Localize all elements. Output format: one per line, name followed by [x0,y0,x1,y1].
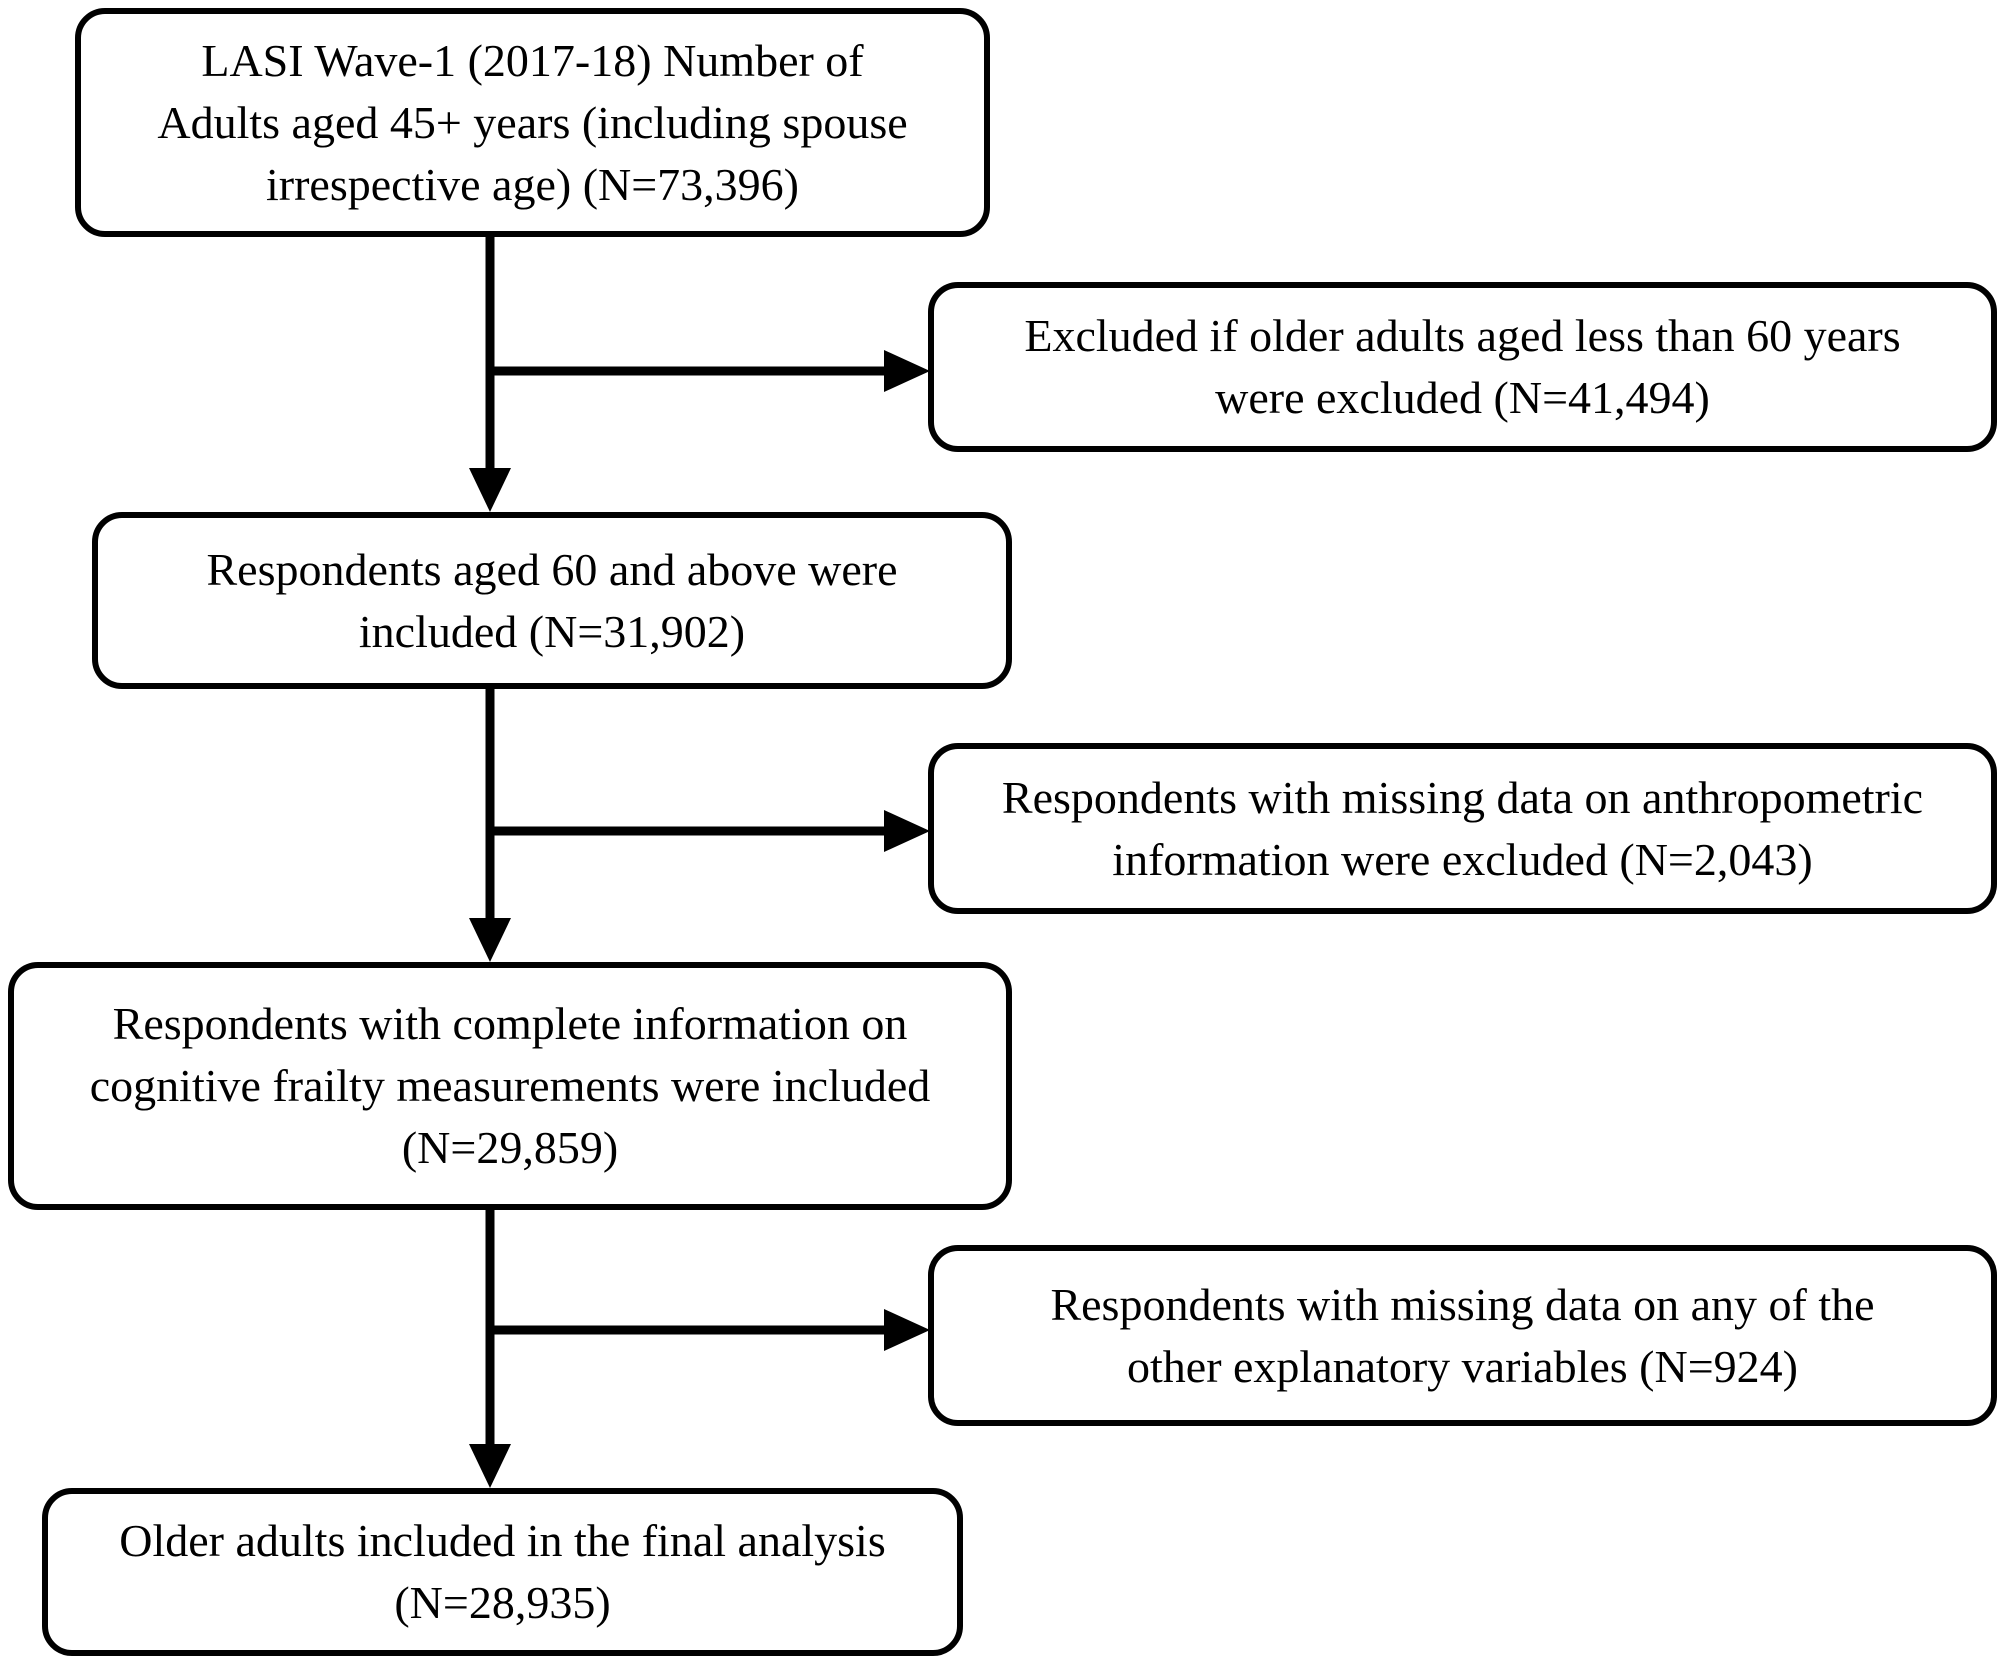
box-text-line: Adults aged 45+ years (including spouse [157,96,908,148]
box-excluded-under-60: Excluded if older adults aged less than … [928,282,1997,452]
box-included-cognitive-frailty: Respondents with complete information on… [8,962,1012,1210]
box-source-population: LASI Wave-1 (2017-18) Number of Adults a… [75,8,990,237]
box-excluded-anthropometric: Respondents with missing data on anthrop… [928,743,1997,914]
arrow-branch-excluded-explanatory [490,1309,930,1351]
box-text-line: (N=28,935) [394,1577,611,1628]
box-text-line: cognitive frailty measurements were incl… [89,1060,931,1111]
box-text-line: Respondents with missing data on any of … [1050,1278,1875,1330]
arrow-cognitive-to-final [469,1206,511,1488]
box-text-line: information were excluded (N=2,043) [1112,833,1813,885]
arrow-branch-excluded-anthropometric [490,810,930,852]
arrow-included-age-to-cognitive [469,685,511,962]
box-text-line: Respondents with complete information on [112,998,908,1049]
box-text-line: LASI Wave-1 (2017-18) Number of [201,34,864,86]
box-text-line: other explanatory variables (N=924) [1127,1340,1798,1392]
box-text-line: were excluded (N=41,494) [1215,372,1710,423]
box-excluded-explanatory-variables: Respondents with missing data on any of … [928,1245,1997,1426]
box-text-line: included (N=31,902) [358,605,746,657]
box-text-line: irrespective age) (N=73,396) [266,158,799,210]
arrow-source-to-included-age [469,233,511,512]
box-text-line: Respondents with missing data on anthrop… [1001,771,1924,823]
arrow-branch-excluded-age [490,350,930,392]
box-text-line: Respondents aged 60 and above were [206,543,898,595]
box-text-line: Older adults included in the final analy… [119,1515,886,1566]
box-text-line: (N=29,859) [401,1122,619,1173]
box-final-analysis: Older adults included in the final analy… [42,1488,963,1656]
box-included-60-plus: Respondents aged 60 and above were inclu… [92,512,1012,689]
box-text-line: Excluded if older adults aged less than … [1024,310,1901,361]
